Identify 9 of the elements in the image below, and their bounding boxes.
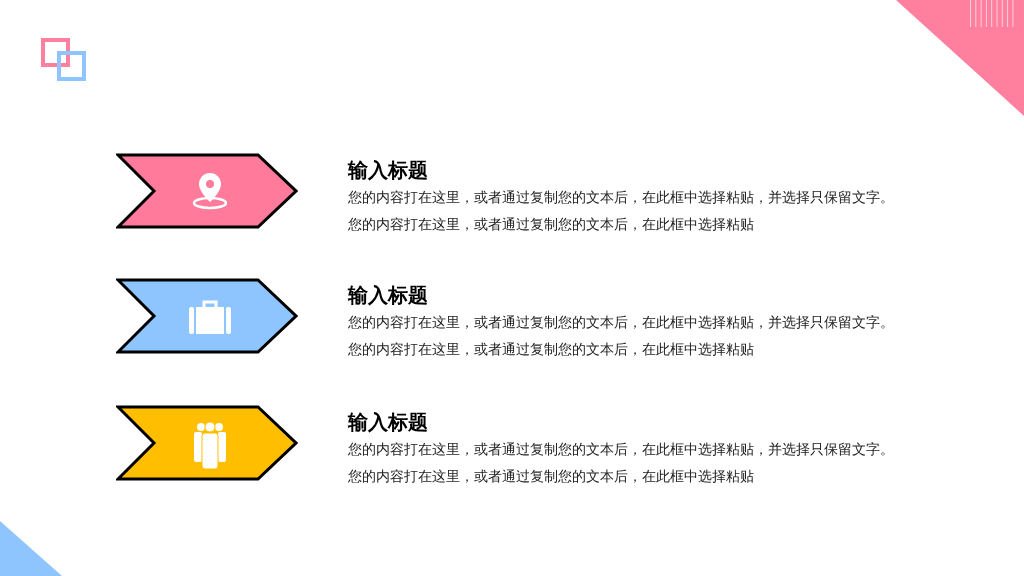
chevron-arrow — [116, 405, 298, 481]
chevron-arrow — [116, 153, 298, 229]
chevron-arrow — [116, 278, 298, 354]
heading: 输入标题 — [348, 410, 428, 435]
heading: 输入标题 — [348, 158, 428, 183]
body-text: 您的内容打在这里，或者通过复制您的文本后，在此框中选择粘贴，并选择只保留文字。您的内容打在这里，或者通过复制您的文本后，在此框中选择粘贴 — [348, 440, 895, 486]
body-text: 您的内容打在这里，或者通过复制您的文本后，在此框中选择粘贴，并选择只保留文字。您的内容打在这里，或者通过复制您的文本后，在此框中选择粘贴 — [348, 188, 895, 234]
body-text: 您的内容打在这里，或者通过复制您的文本后，在此框中选择粘贴，并选择只保留文字。您的内容打在这里，或者通过复制您的文本后，在此框中选择粘贴 — [348, 313, 895, 359]
heading: 输入标题 — [348, 283, 428, 308]
